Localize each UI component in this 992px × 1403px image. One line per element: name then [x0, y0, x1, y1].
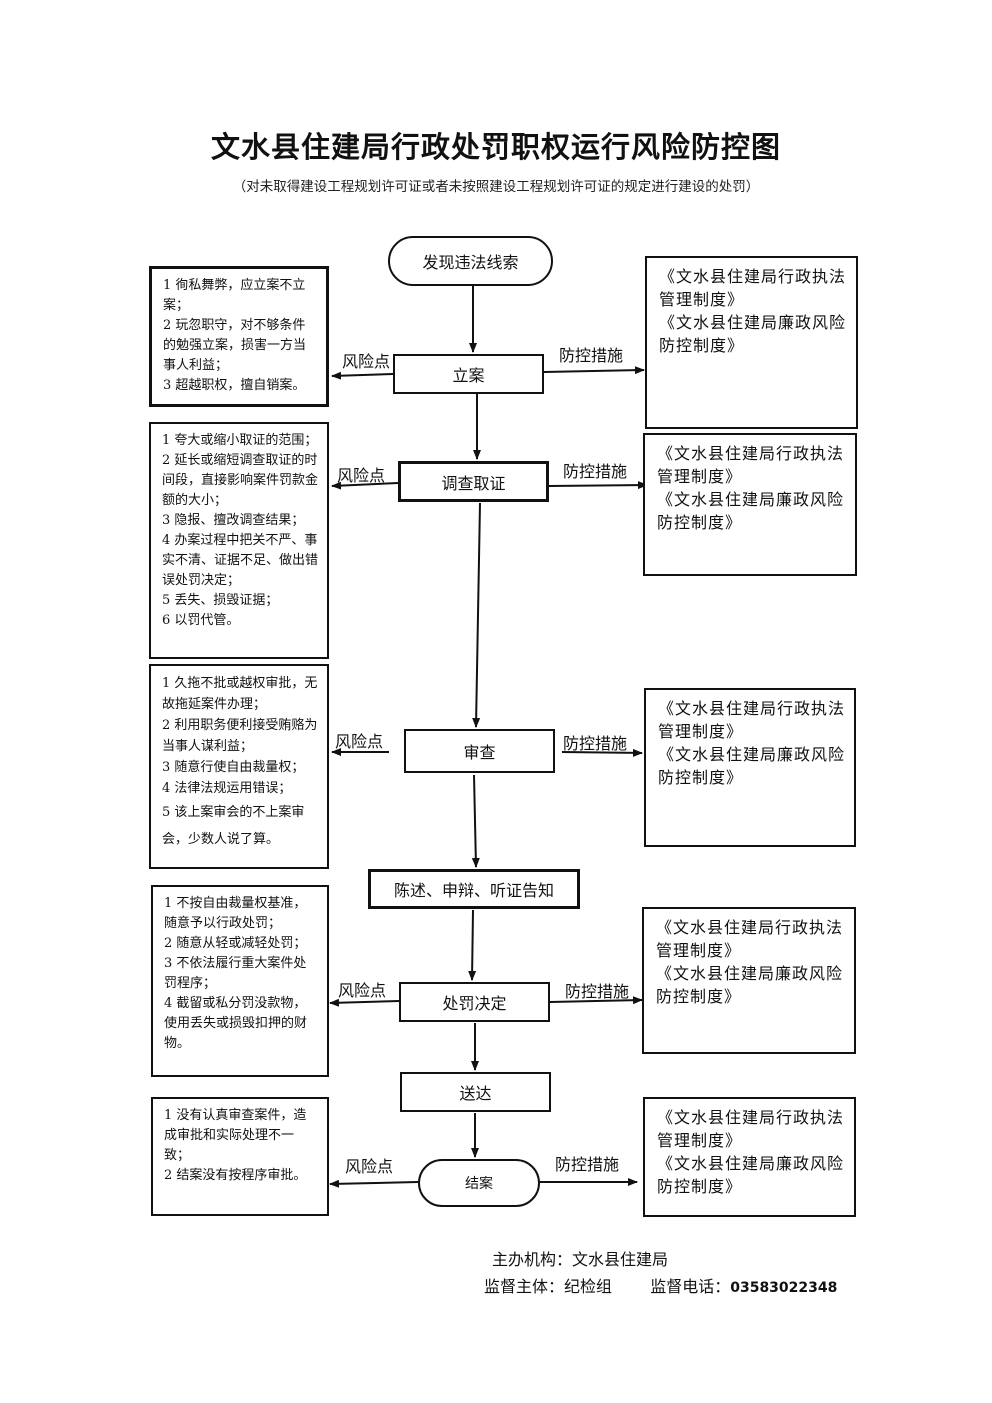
control-item: 《文水县住建局行政执法管理制度》	[658, 699, 846, 741]
control-item: 《文水县住建局行政执法管理制度》	[656, 918, 844, 960]
arrow-control-2	[548, 481, 648, 490]
risk-label-2: 风险点	[337, 466, 386, 485]
footer-supervision: 监督主体：纪检组 监督电话：03583022348	[484, 1273, 837, 1297]
flow-step-notification: 陈述、申辩、听证告知	[368, 869, 580, 909]
risk-item: 5 丢失、损毁证据；	[162, 593, 279, 608]
flow-step-filing: 立案	[393, 354, 544, 394]
flow-start-node: 发现违法线索	[388, 236, 553, 286]
risk-label-1: 风险点	[342, 352, 391, 371]
control-box-decision: 《文水县住建局行政执法管理制度》 《文水县住建局廉政风险防控制度》	[642, 907, 856, 1054]
risk-label-5: 风险点	[338, 981, 387, 1000]
control-item: 《文水县住建局廉政风险防控制度》	[657, 490, 845, 532]
risk-label-3: 风险点	[335, 732, 384, 751]
risk-item: 1 夸大或缩小取证的范围；	[162, 433, 318, 448]
risk-item: 4 截留或私分罚没款物，使用丢失或损毁扣押的财物。	[164, 996, 308, 1051]
control-label-3: 防控措施	[563, 734, 628, 753]
risk-item: 3 不依法履行重大案件处罚程序；	[164, 956, 307, 991]
arrow-step3-to-step4	[471, 774, 480, 868]
arrow-risk-7	[329, 1179, 419, 1188]
arrow-step4-to-step5	[468, 909, 477, 981]
risk-item: 2 随意从轻或减轻处罚；	[164, 936, 307, 951]
control-label-5: 防控措施	[565, 982, 630, 1001]
risk-box-filing: 1 徇私舞弊，应立案不立案； 2 玩忽职守，对不够条件的勉强立案，损害一方当事人…	[149, 266, 329, 407]
page-title: 文水县住建局行政处罚职权运行风险防控图	[210, 130, 781, 164]
arrow-control-3	[561, 748, 643, 757]
page-subtitle: （对未取得建设工程规划许可证或者未按照建设工程规划许可证的规定进行建设的处罚）	[232, 179, 760, 195]
risk-item: 3 隐报、擅改调查结果；	[162, 513, 305, 528]
control-item: 《文水县住建局廉政风险防控制度》	[656, 964, 844, 1006]
risk-item: 2 结案没有按程序审批。	[164, 1168, 307, 1183]
control-item: 《文水县住建局行政执法管理制度》	[657, 444, 845, 486]
arrow-step2-to-step3	[472, 502, 481, 728]
footer-organizer: 主办机构：文水县住建局	[492, 1250, 669, 1269]
flow-step-investigation: 调查取证	[398, 461, 549, 502]
flow-end-node: 结案	[418, 1159, 540, 1207]
risk-item: 5 该上案审会的不上案审会，少数人说了算。	[162, 805, 305, 847]
risk-box-decision: 1 不按自由裁量权基准，随意予以行政处罚； 2 随意从轻或减轻处罚； 3 不依法…	[151, 885, 329, 1077]
control-label-1: 防控措施	[559, 346, 624, 365]
control-box-investigation: 《文水县住建局行政执法管理制度》 《文水县住建局廉政风险防控制度》	[643, 433, 857, 576]
footer-phone: 03583022348	[730, 1280, 838, 1296]
flow-step-delivery: 送达	[400, 1072, 551, 1112]
risk-item: 2 延长或缩短调查取证的时间段，直接影响案件罚款金额的大小；	[162, 453, 319, 508]
risk-item: 1 久拖不批或越权审批，无故拖延案件办理；	[162, 676, 318, 712]
flow-step-decision: 处罚决定	[399, 982, 550, 1022]
control-label-2: 防控措施	[563, 462, 628, 481]
flow-step-review: 审查	[404, 729, 555, 773]
risk-box-review: 1 久拖不批或越权审批，无故拖延案件办理； 2 利用职务便利接受贿赂为当事人谋利…	[149, 664, 329, 869]
risk-label-7: 风险点	[345, 1157, 394, 1176]
arrow-risk-5	[329, 998, 400, 1007]
control-box-filing: 《文水县住建局行政执法管理制度》 《文水县住建局廉政风险防控制度》	[645, 256, 858, 429]
control-label-7: 防控措施	[555, 1155, 620, 1174]
risk-item: 2 利用职务便利接受贿赂为当事人谋利益；	[162, 718, 318, 754]
control-item: 《文水县住建局廉政风险防控制度》	[657, 1154, 845, 1196]
risk-box-investigation: 1 夸大或缩小取证的范围； 2 延长或缩短调查取证的时间段，直接影响案件罚款金额…	[149, 422, 329, 659]
risk-item: 1 徇私舞弊，应立案不立案；	[163, 278, 306, 313]
control-box-review: 《文水县住建局行政执法管理制度》 《文水县住建局廉政风险防控制度》	[644, 688, 856, 847]
risk-item: 2 玩忽职守，对不够条件的勉强立案，损害一方当事人利益；	[163, 318, 307, 373]
risk-item: 3 随意行使自由裁量权；	[162, 760, 305, 775]
control-box-closing: 《文水县住建局行政执法管理制度》 《文水县住建局廉政风险防控制度》	[643, 1097, 856, 1217]
risk-item: 4 法律法规运用错误；	[162, 781, 292, 796]
risk-box-closing: 1 没有认真审查案件，造成审批和实际处理不一致； 2 结案没有按程序审批。	[151, 1097, 329, 1216]
control-item: 《文水县住建局行政执法管理制度》	[657, 1108, 845, 1150]
control-item: 《文水县住建局行政执法管理制度》	[659, 267, 847, 309]
arrow-control-1	[543, 366, 645, 375]
control-item: 《文水县住建局廉政风险防控制度》	[659, 313, 847, 355]
footer-phone-label: 监督电话：	[650, 1277, 731, 1296]
risk-item: 6 以罚代管。	[162, 613, 240, 628]
risk-item: 1 没有认真审查案件，造成审批和实际处理不一致；	[164, 1108, 307, 1163]
arrow-control-5	[549, 996, 643, 1005]
footer-supervisor: 监督主体：纪检组	[484, 1277, 613, 1296]
risk-item: 3 超越职权，擅自销案。	[163, 378, 306, 393]
arrow-risk-1	[331, 371, 394, 380]
control-item: 《文水县住建局廉政风险防控制度》	[658, 745, 846, 787]
risk-item: 1 不按自由裁量权基准，随意予以行政处罚；	[164, 896, 307, 931]
arrow-risk-2	[331, 481, 399, 490]
risk-item: 4 办案过程中把关不严、事实不清、证据不足、做出错误处罚决定；	[162, 533, 319, 588]
